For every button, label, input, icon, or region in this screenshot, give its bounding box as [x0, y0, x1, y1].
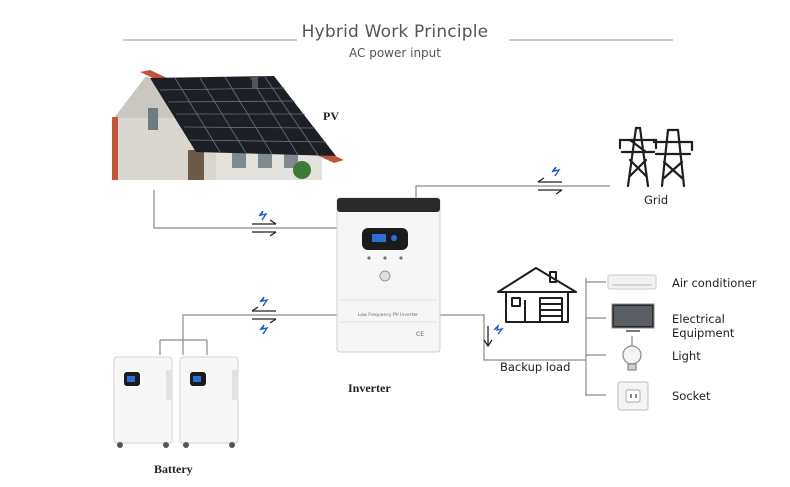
pv-label: PV — [323, 109, 339, 123]
backup-house-icon — [497, 267, 577, 323]
battery-label: Battery — [154, 462, 193, 476]
socket-icon — [617, 381, 649, 411]
battery-icon-2 — [179, 356, 239, 448]
air-conditioner-icon — [607, 274, 657, 290]
grid-flow-arrow — [537, 166, 563, 195]
load-label-socket: Socket — [672, 389, 711, 403]
grid-tower-icon — [618, 126, 694, 188]
battery-icon-1 — [113, 356, 173, 448]
load-label-light: Light — [672, 349, 701, 363]
backup-load-label: Backup load — [500, 360, 571, 374]
load-label-electrical-equipment: Electrical Equipment — [672, 312, 735, 340]
grid-line — [415, 185, 610, 198]
inverter-ce-mark: CE — [416, 331, 424, 338]
grid-label: Grid — [644, 193, 669, 207]
battery-line — [182, 314, 337, 355]
monitor-icon — [611, 303, 655, 332]
page-subtitle: AC power input — [349, 46, 441, 60]
pv-house-icon — [112, 70, 344, 180]
inverter-icon — [336, 197, 441, 353]
light-bulb-icon — [622, 336, 642, 371]
battery-flow-arrow — [251, 296, 277, 335]
inverter-label: Inverter — [348, 381, 391, 395]
load-label-air-conditioner: Air conditioner — [672, 276, 757, 290]
inverter-product-text: Low Frequency PV Inverter — [358, 312, 418, 318]
backup-flow-arrow — [483, 323, 504, 348]
page-title: Hybrid Work Principle — [301, 22, 489, 42]
backup-line — [440, 314, 586, 361]
pv-flow-arrow — [252, 210, 277, 237]
pv-line — [153, 190, 337, 229]
